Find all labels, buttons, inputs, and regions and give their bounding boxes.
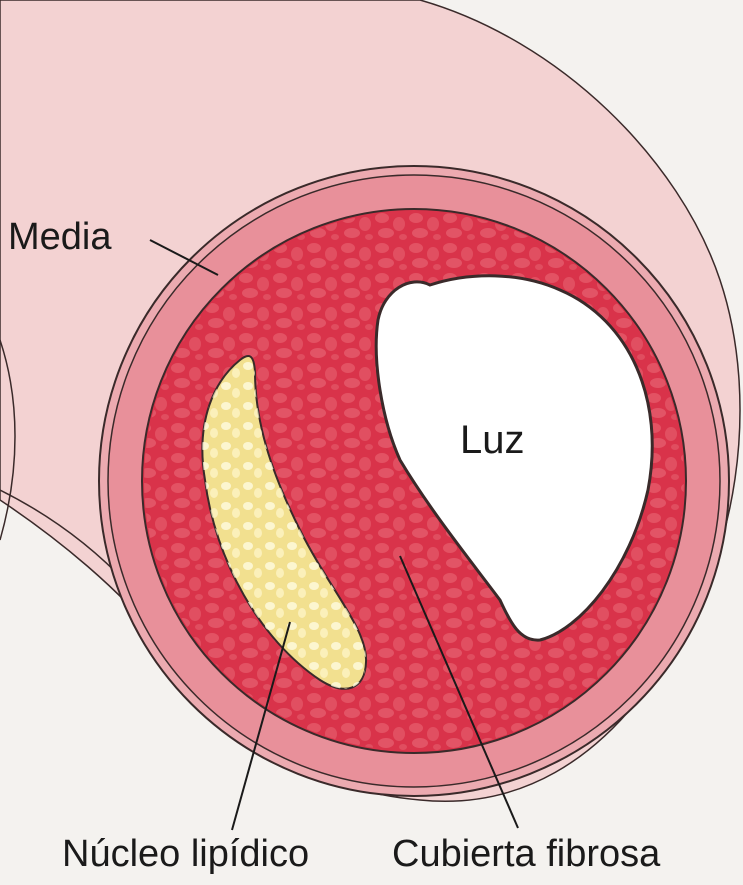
lipid-core-label: Núcleo lipídico	[62, 835, 309, 873]
fibrous-cap-label: Cubierta fibrosa	[392, 835, 660, 873]
media-label: Media	[8, 218, 112, 256]
lumen-label: Luz	[460, 420, 525, 460]
